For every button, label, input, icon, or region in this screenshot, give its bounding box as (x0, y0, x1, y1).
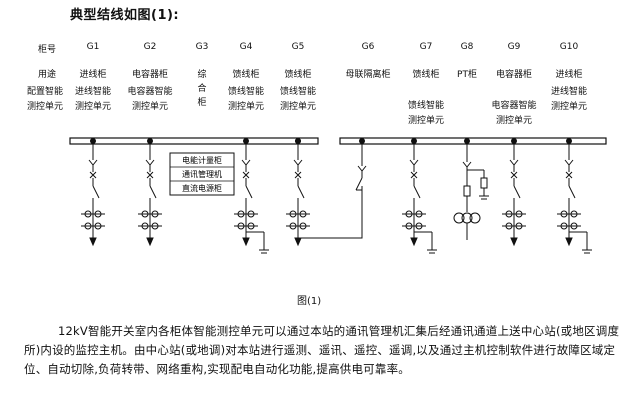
arrow-g5 (294, 237, 302, 247)
fuse-g8 (463, 185, 471, 197)
g3-equipment-box: 电能计量柜 通讯管理机 直流电源柜 (169, 152, 235, 196)
g3-box-dc: 直流电源柜 (182, 183, 222, 193)
disconnect-chevron-g10 (564, 159, 574, 166)
cabinet-config-g7: 测控单元 (407, 116, 444, 126)
cabinet-purpose-g1: 进线柜 (79, 70, 107, 80)
cabinet-config-g2: 电容器智能 (127, 87, 173, 97)
pt-winding-g8 (469, 212, 481, 224)
cabinet-config-g9: 电容器智能 (491, 101, 537, 111)
diagram-heading: 典型结线如图(1): (70, 8, 180, 23)
cabinet-config-g1: 测控单元 (74, 102, 111, 112)
bus-node-tie-left (295, 138, 301, 144)
switch-blade-g5 (297, 185, 305, 199)
cabinet-purpose-g9: 电容器柜 (495, 70, 532, 80)
cabinet-purpose-g3: 综 (197, 70, 207, 80)
g3-box-comm: 通讯管理机 (182, 169, 222, 179)
bus-node-g9 (511, 138, 517, 144)
bus-node-g1 (90, 138, 96, 144)
cabinet-id-g4: G4 (239, 42, 253, 52)
cabinet-config-g4: 测控单元 (227, 102, 264, 112)
bus-node-g8 (464, 138, 470, 144)
breaker-g7 (410, 171, 418, 179)
wiring-diagram: 电能计量柜 通讯管理机 直流电源柜 (69, 137, 607, 254)
cabinet-id-g10: G10 (559, 42, 579, 52)
cabinet-id-g3: G3 (195, 42, 209, 52)
switch-blade-g2 (149, 185, 157, 199)
pt-winding-g8 (453, 212, 465, 224)
g3-box-meter: 电能计量柜 (182, 155, 222, 165)
switch-blade-g6 (355, 177, 363, 191)
breaker-g2 (146, 171, 154, 179)
cabinet-config-g10: 测控单元 (550, 102, 587, 112)
switch-blade-g7 (413, 185, 421, 199)
cabinet-id-g7: G7 (419, 42, 433, 52)
cabinet-id-g6: G6 (361, 42, 375, 52)
cabinet-purpose-g10: 进线柜 (555, 70, 583, 80)
switch-blade-g10 (568, 185, 576, 199)
cabinet-config-g5: 测控单元 (279, 102, 316, 112)
arrow-g10 (565, 237, 573, 247)
disconnect-chevron-g1 (88, 159, 98, 166)
arrow-g2 (146, 237, 154, 247)
cabinet-id-g9: G9 (507, 42, 521, 52)
row-label-purpose: 用途 (38, 70, 57, 80)
cabinet-config-g10: 进线智能 (550, 87, 587, 97)
arrow-g4 (242, 237, 250, 247)
cabinet-purpose-g3: 柜 (197, 98, 207, 108)
cabinet-id-g2: G2 (143, 42, 157, 52)
arrester-g8 (480, 177, 488, 189)
disconnect-chevron-g6 (357, 165, 367, 172)
disconnect-chevron-g9 (509, 159, 519, 166)
breaker-g5 (294, 171, 302, 179)
bus-node-g6 (359, 138, 365, 144)
bus-node-g7 (411, 138, 417, 144)
cabinet-config-g7: 馈线智能 (407, 101, 444, 111)
cabinet-config-g9: 测控单元 (495, 116, 532, 126)
row-label-config-2: 测控单元 (27, 102, 64, 112)
cabinet-config-g2: 测控单元 (131, 102, 168, 112)
disconnect-chevron-g8 (462, 161, 472, 168)
row-label-cabinet-no: 柜号 (38, 45, 57, 55)
cabinet-purpose-g7: 馈线柜 (412, 70, 440, 80)
cabinet-purpose-g8: PT柜 (457, 70, 477, 80)
row-label-config-1: 配置智能 (27, 87, 64, 97)
right-busbar (339, 137, 607, 145)
bus-node-g4 (243, 138, 249, 144)
disconnect-chevron-g4 (241, 159, 251, 166)
cabinet-purpose-g3: 合 (197, 84, 207, 94)
arrow-g7 (410, 237, 418, 247)
arrow-g9 (510, 237, 518, 247)
left-busbar (69, 137, 319, 145)
breaker-g4 (242, 171, 250, 179)
disconnect-chevron-g7 (409, 159, 419, 166)
cabinet-config-g5: 馈线智能 (279, 87, 316, 97)
cabinet-config-g1: 进线智能 (74, 87, 111, 97)
disconnect-chevron-g5 (293, 159, 303, 166)
switch-blade-g9 (513, 185, 521, 199)
disconnect-chevron-g2 (145, 159, 155, 166)
cabinet-id-g1: G1 (86, 42, 100, 52)
figure-caption: 图(1) (297, 296, 322, 307)
breaker-g10 (565, 171, 573, 179)
description-paragraph: 12kV智能开关室内各柜体智能测控单元可以通过本站的通讯管理机汇集后经通讯通道上… (24, 324, 620, 376)
switch-blade-g4 (245, 185, 253, 199)
cabinet-id-g5: G5 (291, 42, 305, 52)
cabinet-purpose-g4: 馈线柜 (232, 70, 260, 80)
cabinet-purpose-g6: 母联隔离柜 (345, 70, 391, 80)
switch-blade-g1 (92, 185, 100, 199)
breaker-g9 (510, 171, 518, 179)
arrow-g1 (89, 237, 97, 247)
cabinet-id-g8: G8 (460, 42, 474, 52)
cabinet-config-g4: 馈线智能 (227, 87, 264, 97)
bus-tie-link (297, 186, 363, 239)
cabinet-purpose-g2: 电容器柜 (131, 70, 168, 80)
bus-node-g2 (147, 138, 153, 144)
feeder-branches (81, 138, 592, 254)
bus-node-g10 (566, 138, 572, 144)
breaker-g1 (89, 171, 97, 179)
cabinet-purpose-g5: 馈线柜 (284, 70, 312, 80)
